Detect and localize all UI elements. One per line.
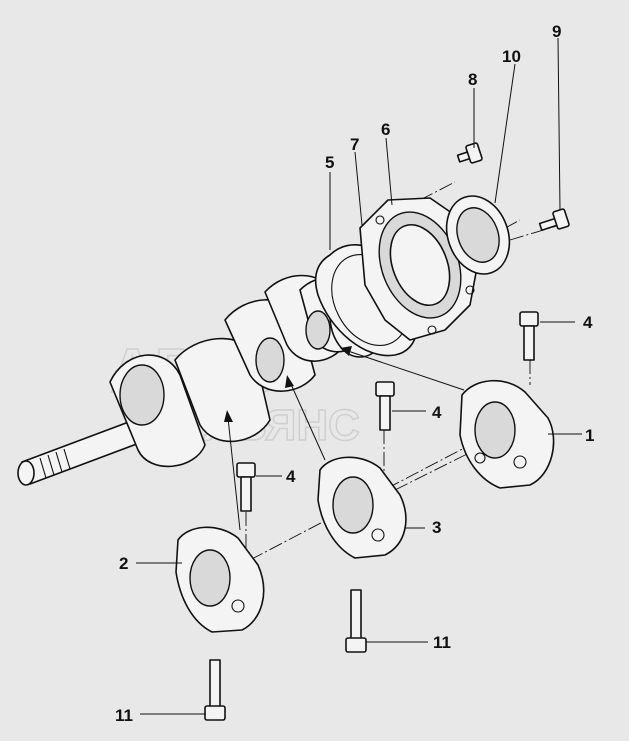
bolt-8 [456,142,483,164]
bolt-4-middle [375,381,395,431]
bolt-11-lower [204,659,226,721]
assembly-arrows [224,346,465,531]
callout-7: 7 [350,135,359,154]
callout-11-upper: 11 [433,633,451,652]
callout-5: 5 [325,153,334,172]
bolt-4-lower [236,462,256,512]
leader-lines [136,37,582,715]
callout-1: 1 [585,426,594,445]
callout-labels: 1 2 3 4 4 4 5 6 7 8 9 10 11 11 [115,22,594,725]
callout-10: 10 [502,47,521,66]
bolt-9 [538,208,570,232]
callout-4-middle: 4 [432,403,442,422]
callout-4-upper: 4 [583,313,593,332]
bolt-4-upper [519,311,539,361]
callout-8: 8 [468,70,477,89]
callout-3: 3 [432,518,441,537]
callout-2: 2 [119,554,128,573]
callout-11-lower: 11 [115,706,133,725]
callout-4-lower: 4 [286,467,296,486]
bolt-11-upper [345,589,367,653]
callout-6: 6 [381,120,390,139]
callout-9: 9 [552,22,561,41]
bearing-cap-1 [459,379,555,489]
bearing-cap-3 [317,456,407,559]
bearing-cap-2 [175,526,265,633]
crankshaft [17,272,391,486]
oil-seal-10 [445,195,511,275]
